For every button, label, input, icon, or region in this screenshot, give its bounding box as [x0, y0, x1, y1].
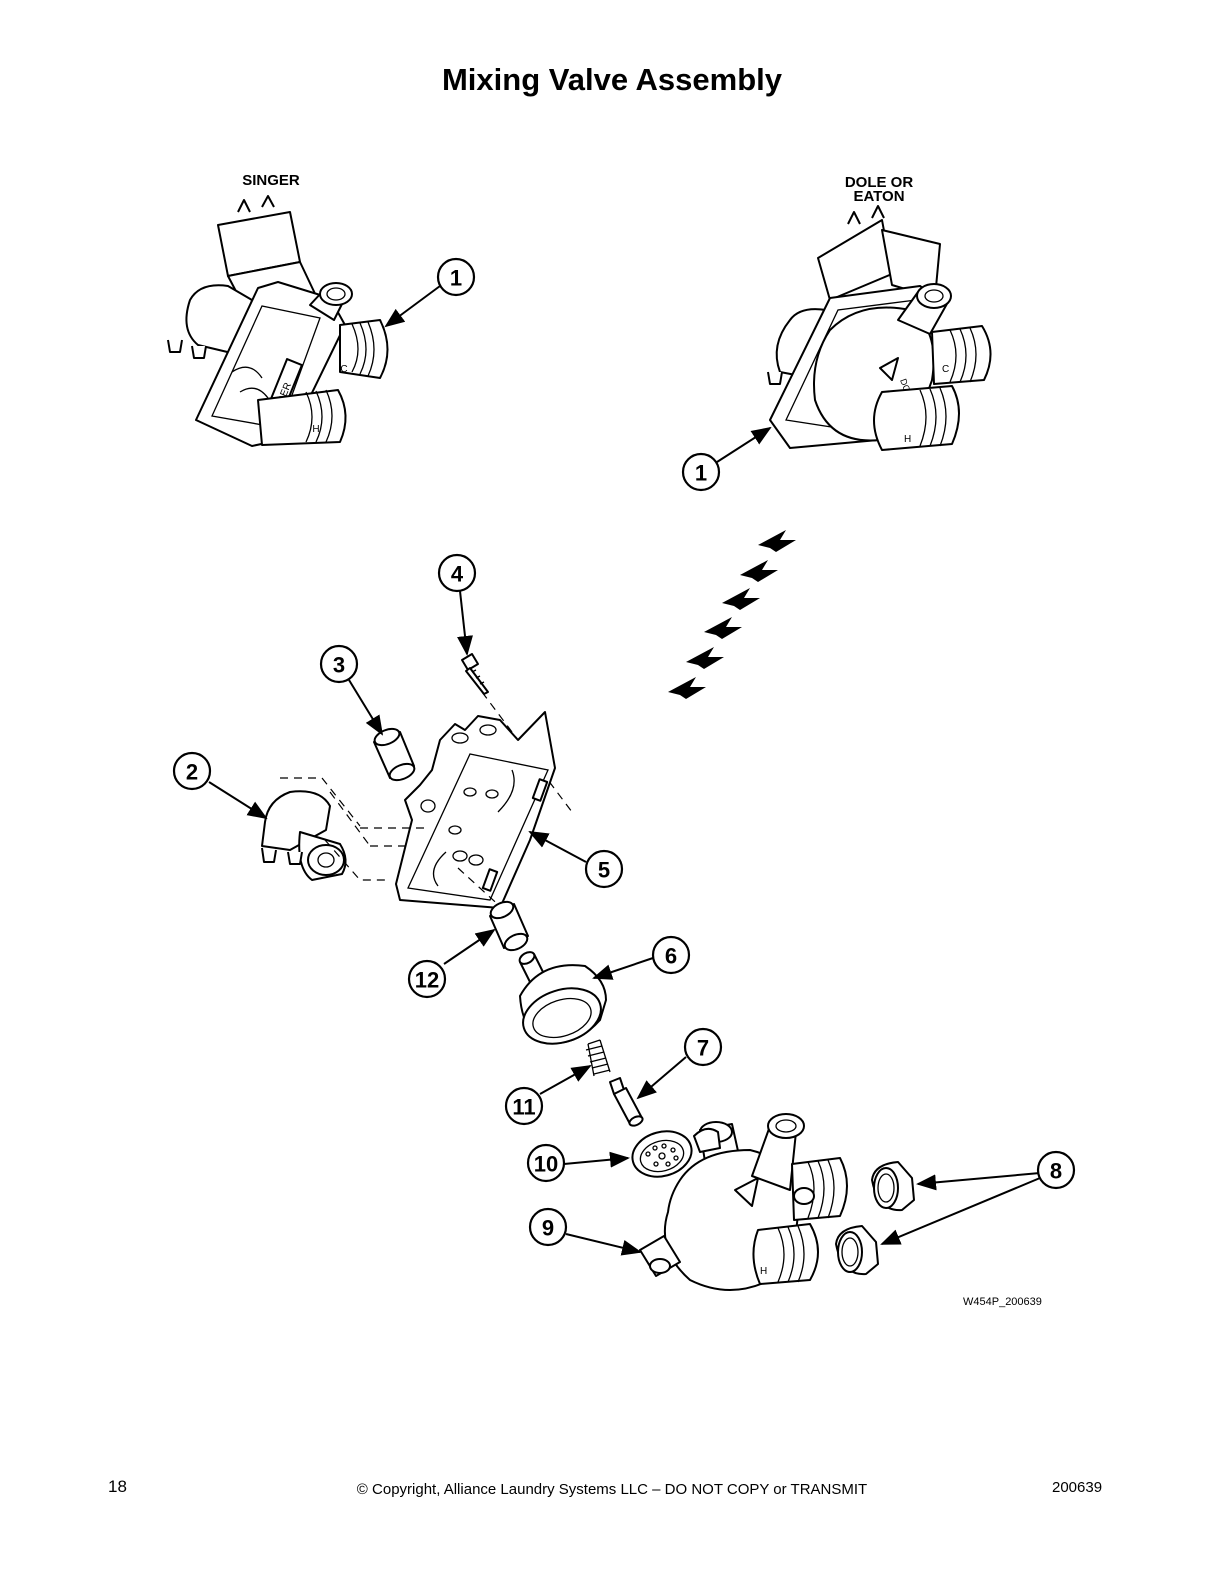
callout-5: 5	[584, 849, 624, 889]
upper-bushing-part	[373, 727, 416, 782]
svg-text:1: 1	[450, 266, 462, 291]
mounting-bracket-part	[395, 711, 556, 909]
callout-2: 2	[172, 751, 212, 791]
svg-text:12: 12	[415, 968, 439, 993]
page-title: Mixing Valve Assembly	[441, 62, 782, 97]
callout-8: 8	[1036, 1150, 1076, 1190]
svg-text:2: 2	[186, 760, 198, 785]
callout-9: 9	[528, 1207, 568, 1247]
drawing-code: W454P_200639	[963, 1296, 1042, 1308]
body-hot-marking: H	[760, 1266, 767, 1277]
callout-4: 4	[437, 553, 477, 593]
page-number: 18	[108, 1477, 127, 1496]
valve-body-part: H	[639, 1113, 848, 1291]
plunger-part	[609, 1077, 644, 1127]
callout-1-dole: 1	[681, 452, 721, 492]
svg-text:3: 3	[333, 653, 345, 678]
flow-washer-lower-part	[835, 1225, 879, 1276]
dole-label-line2: EATON	[853, 188, 905, 205]
singer-cold-marking: C	[340, 364, 347, 375]
singer-hot-marking: H	[312, 424, 319, 435]
document-number: 200639	[1052, 1479, 1103, 1496]
svg-text:8: 8	[1050, 1159, 1062, 1184]
svg-text:5: 5	[598, 858, 610, 883]
dole-label-line1: DOLE OR	[844, 174, 914, 191]
singer-mixing-valve: SINGER C H	[167, 195, 389, 447]
callout-12: 12	[407, 959, 447, 999]
svg-text:9: 9	[542, 1216, 554, 1241]
leader-lines	[208, 285, 1041, 1256]
flow-washer-upper-part	[871, 1161, 915, 1212]
svg-text:6: 6	[665, 944, 677, 969]
screw-part	[461, 653, 489, 695]
dole-eaton-mixing-valve: DOLE C H	[767, 205, 992, 451]
callout-7: 7	[683, 1027, 723, 1067]
explode-direction-arrows	[668, 530, 796, 699]
diaphragm-part	[631, 1130, 693, 1178]
singer-label: SINGER	[242, 172, 300, 189]
callout-6: 6	[651, 935, 691, 975]
svg-text:11: 11	[512, 1095, 535, 1120]
callout-1-singer: 1	[436, 257, 476, 297]
lower-bushing-part	[489, 900, 529, 952]
dole-hot-marking: H	[904, 434, 911, 445]
svg-text:10: 10	[534, 1152, 558, 1177]
copyright-notice: © Copyright, Alliance Laundry Systems LL…	[356, 1481, 868, 1498]
callout-11: 11	[504, 1086, 544, 1126]
callout-3: 3	[319, 644, 359, 684]
callout-10: 10	[526, 1143, 566, 1183]
svg-text:7: 7	[697, 1036, 709, 1061]
coupling-part	[261, 790, 347, 881]
svg-text:4: 4	[451, 562, 464, 587]
svg-text:1: 1	[695, 461, 707, 486]
spring-part	[585, 1039, 611, 1077]
dole-cold-marking: C	[942, 364, 949, 375]
retainer-cap-part	[518, 951, 607, 1045]
